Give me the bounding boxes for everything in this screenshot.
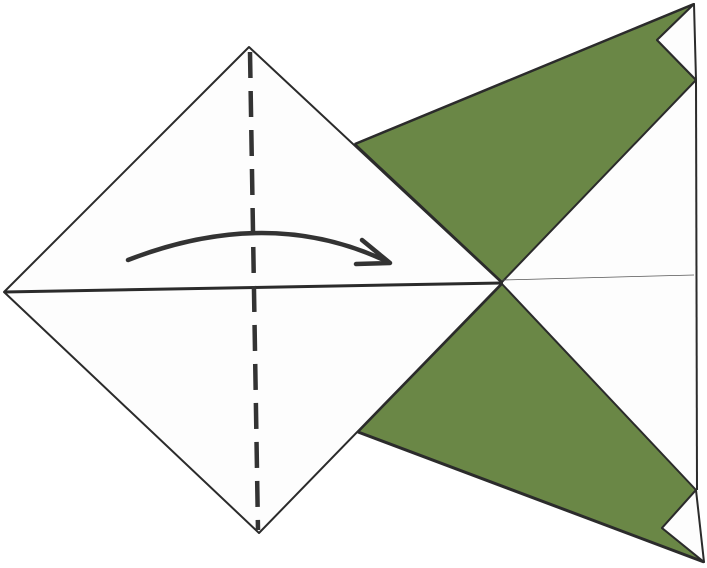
upper-notch xyxy=(656,3,697,81)
center-crease-right xyxy=(501,274,695,281)
right-edge-line xyxy=(695,79,698,491)
fold-direction-arrow xyxy=(125,230,391,265)
arrow-head-icon xyxy=(353,237,393,267)
valley-fold-line xyxy=(247,51,261,531)
lower-notch xyxy=(661,489,705,563)
tail-bottom-edge xyxy=(357,430,705,564)
tail-top-edge xyxy=(354,2,695,146)
